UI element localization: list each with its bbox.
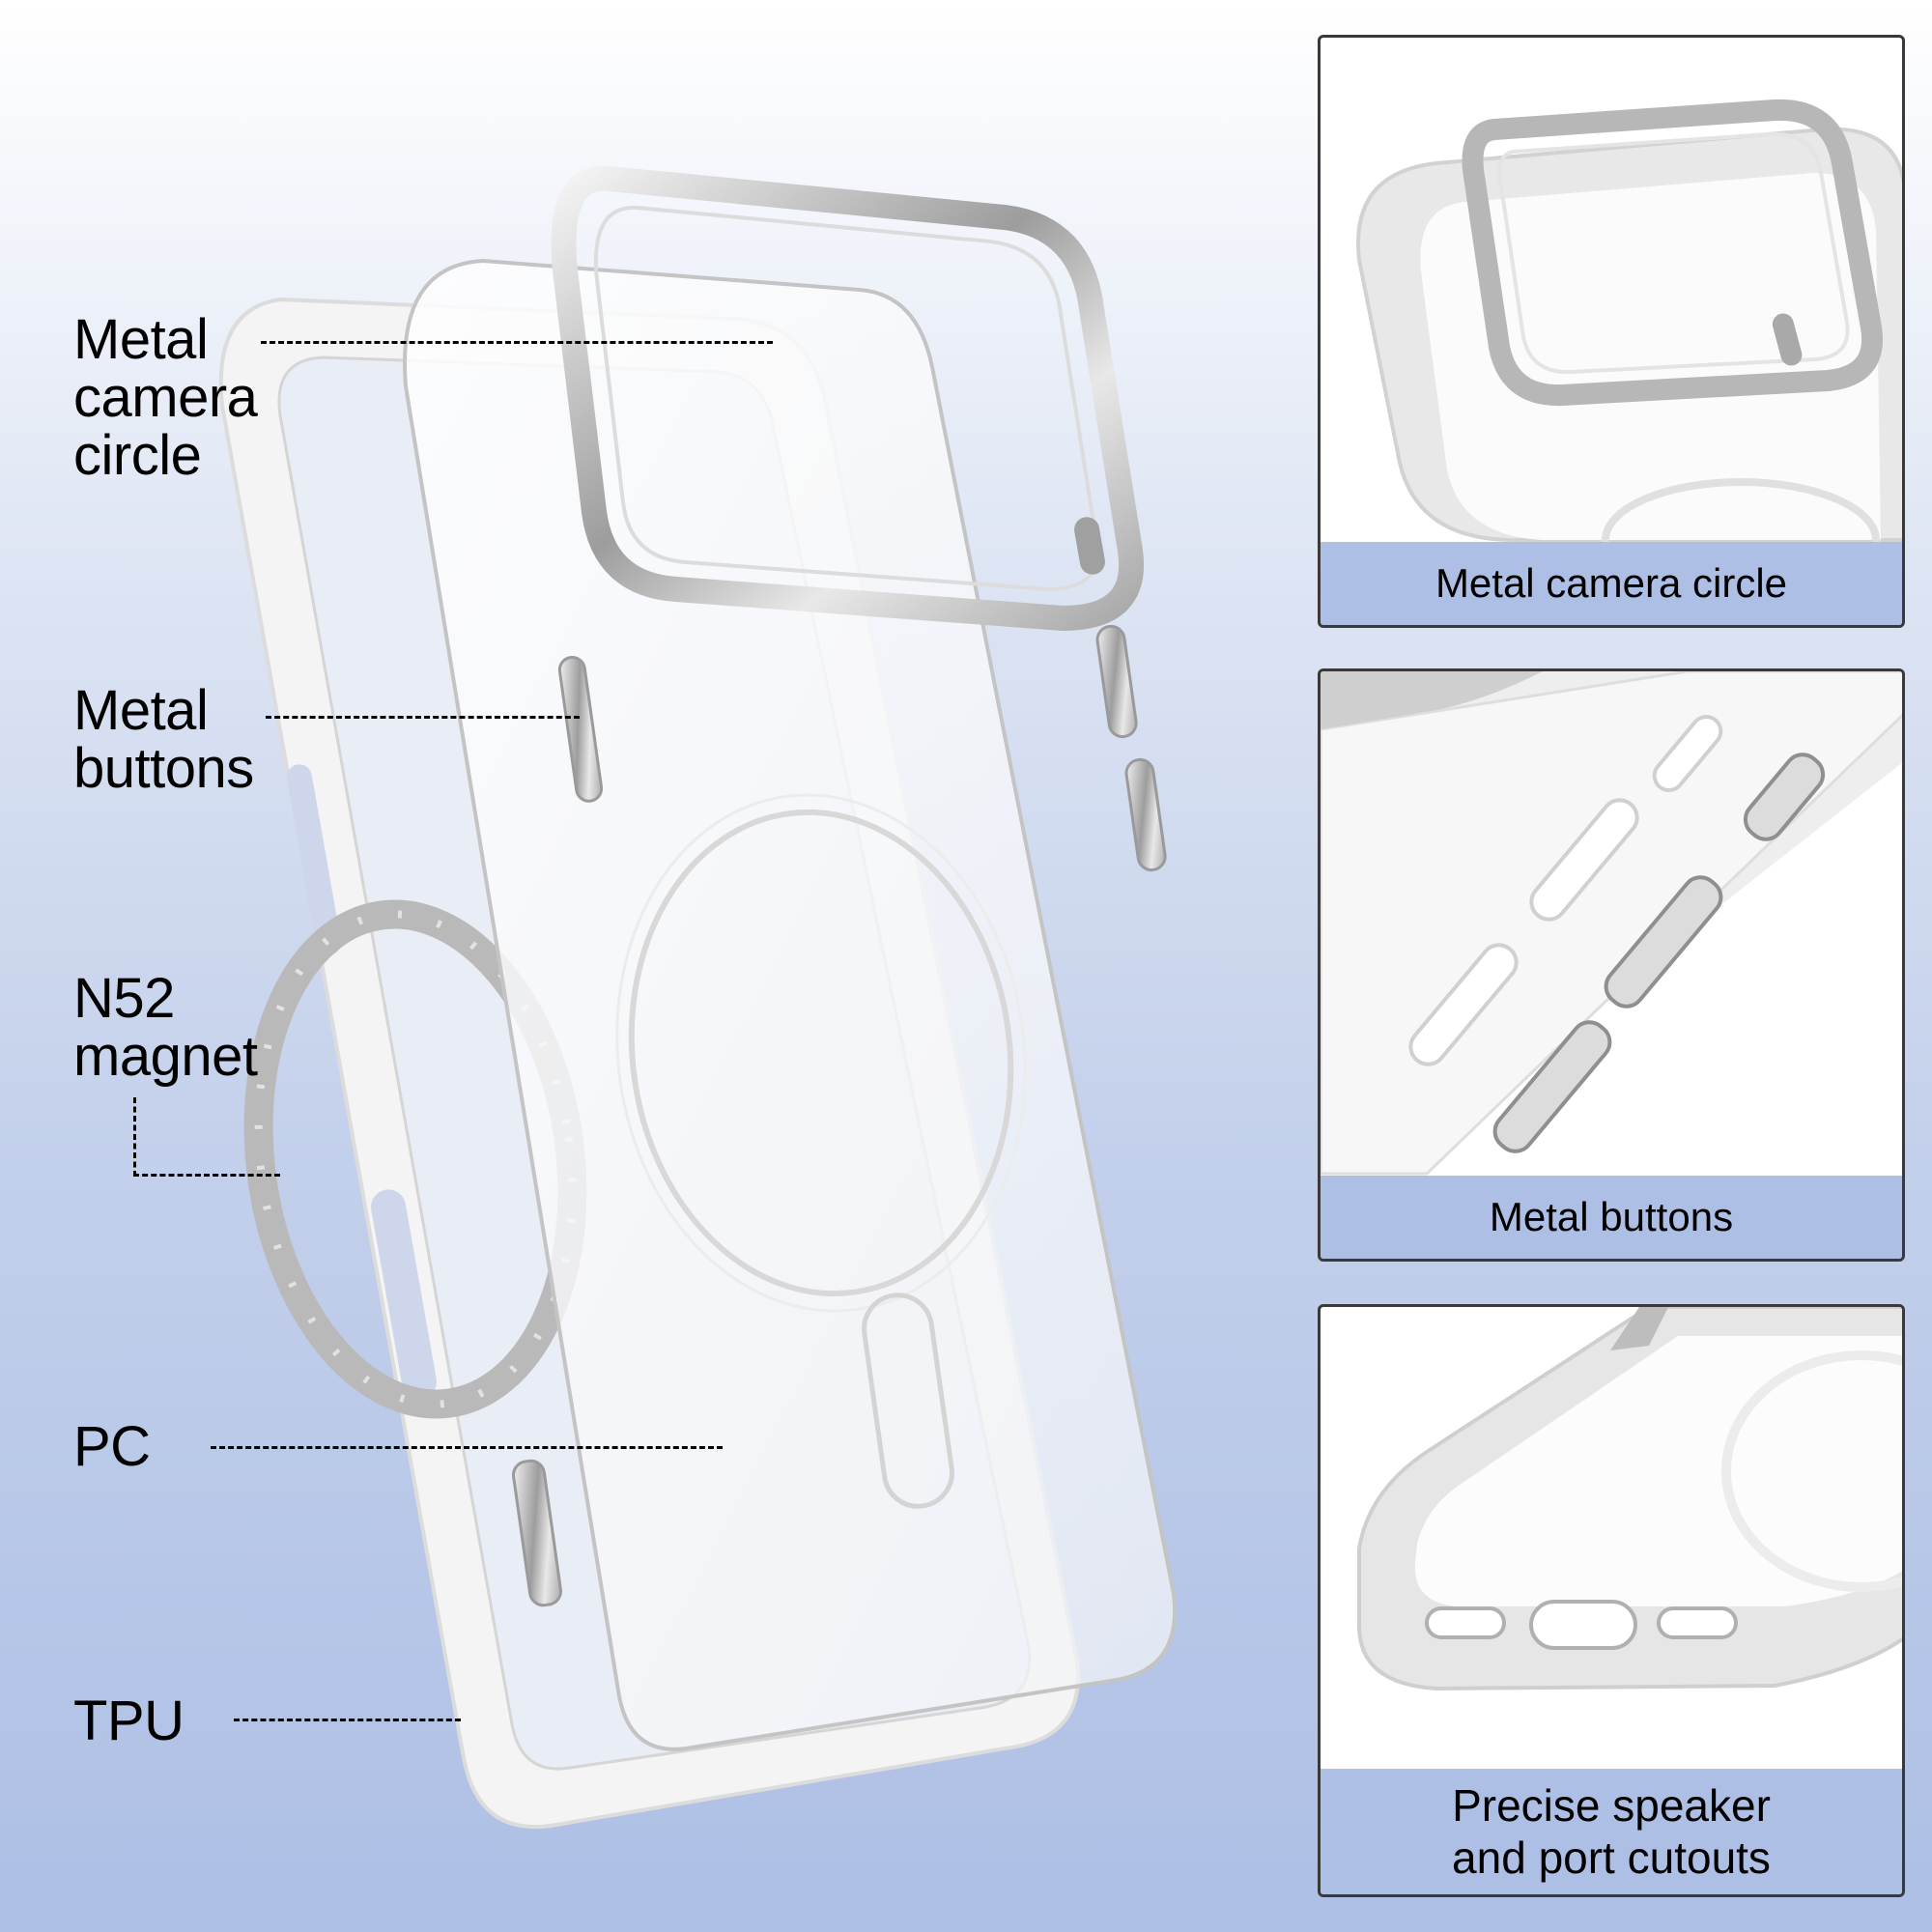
label-pc: PC: [73, 1415, 151, 1478]
speaker-cutout: [1657, 1606, 1738, 1639]
magsafe-alignment-slot: [862, 1293, 954, 1509]
magsafe-circle: [628, 809, 1014, 1297]
leader-line-tpu: [234, 1719, 461, 1721]
label-metal-buttons: Metal buttons: [73, 679, 254, 800]
metal-button: [1124, 757, 1167, 872]
detail-panel-cutouts: Precise speaker and port cutouts: [1318, 1304, 1905, 1897]
pc-back-plate: [403, 258, 1178, 1751]
port-cutout: [1529, 1600, 1637, 1650]
label-metal-camera-circle: Metal camera circle: [73, 308, 258, 487]
metal-button: [512, 1459, 562, 1607]
caption-camera-circle: Metal camera circle: [1321, 542, 1902, 625]
speaker-cutout: [1425, 1606, 1506, 1639]
metal-camera-circle: [551, 165, 1145, 632]
detail-image-buttons: [1321, 671, 1902, 1176]
leader-line-pc: [211, 1446, 723, 1449]
detail-image-camera-circle: [1356, 99, 1902, 602]
leader-line-magnet-horizontal: [133, 1174, 280, 1177]
metal-button: [1492, 1020, 1612, 1153]
metal-button: [1604, 875, 1723, 1009]
leader-line-magnet-vertical: [133, 1097, 136, 1177]
metal-buttons: [512, 624, 1167, 1607]
leader-line-camera-circle: [261, 341, 773, 344]
label-tpu: TPU: [73, 1690, 185, 1752]
tpu-side-cutout: [371, 1189, 437, 1400]
caption-buttons: Metal buttons: [1321, 1176, 1902, 1259]
metal-button: [557, 655, 604, 803]
detail-image-cutouts: [1357, 1307, 1902, 1691]
exploded-case-illustration: [218, 165, 1178, 1830]
label-n52-magnet: N52 magnet: [73, 967, 258, 1088]
detail-panel-buttons: Metal buttons: [1318, 668, 1905, 1262]
caption-cutouts: Precise speaker and port cutouts: [1321, 1769, 1902, 1894]
detail-panel-camera-circle: Metal camera circle: [1318, 35, 1905, 628]
metal-button: [1743, 753, 1826, 841]
tpu-side-cutout: [286, 764, 342, 955]
metal-button: [1095, 624, 1138, 739]
leader-line-buttons: [266, 716, 580, 719]
